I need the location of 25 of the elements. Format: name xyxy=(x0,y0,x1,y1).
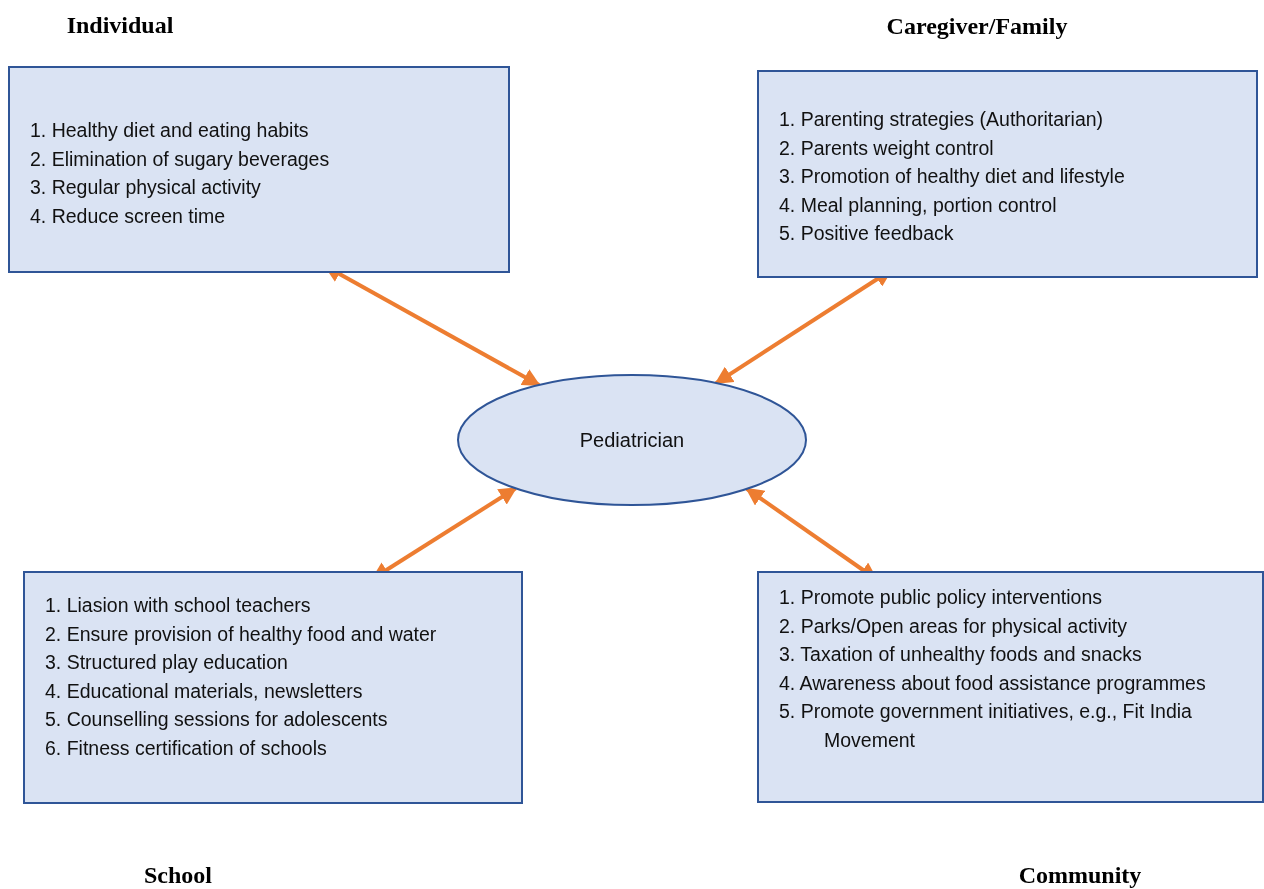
list-item: 3. Structured play education xyxy=(45,650,289,676)
section-heading: Caregiver/Family xyxy=(886,13,1068,40)
list-item: 4. Meal planning, portion control xyxy=(779,192,1058,218)
list-item: 2. Ensure provision of healthy food and water xyxy=(45,621,438,647)
list-item: 1. Healthy diet and eating habits xyxy=(30,118,310,143)
list-item: 4. Reduce screen time xyxy=(30,203,227,229)
section-heading: Community xyxy=(1018,862,1142,889)
list-item: 1. Promote public policy interventions xyxy=(779,585,1103,610)
section-heading: School xyxy=(144,862,212,889)
list-item: 4. Awareness about food assistance programmes xyxy=(779,670,1207,696)
list-item: 2. Elimination of sugary beverages xyxy=(30,146,331,172)
list-item: 2. Parks/Open areas for physical activity xyxy=(779,613,1128,639)
node-label: Pediatrician xyxy=(579,428,685,452)
section-heading: Individual xyxy=(66,12,174,39)
list-item: 6. Fitness certification of schools xyxy=(45,735,328,761)
list-item: 3. Taxation of unhealthy foods and snacks xyxy=(779,642,1143,668)
list-item: 3. Promotion of healthy diet and lifestyle xyxy=(779,164,1126,190)
list-item: 2. Parents weight control xyxy=(779,135,995,161)
list-item: 1. Liasion with school teachers xyxy=(45,593,312,618)
list-item: 5. Positive feedback xyxy=(779,221,955,247)
list-item: 3. Regular physical activity xyxy=(30,175,262,201)
list-item: 5. Counselling sessions for adolescents xyxy=(45,707,389,733)
list-item: 1. Parenting strategies (Authoritarian) xyxy=(779,107,1105,132)
list-item: 4. Educational materials, newsletters xyxy=(45,678,364,704)
list-item: 5. Promote government initiatives, e.g., Fit India Movement xyxy=(779,699,1193,753)
